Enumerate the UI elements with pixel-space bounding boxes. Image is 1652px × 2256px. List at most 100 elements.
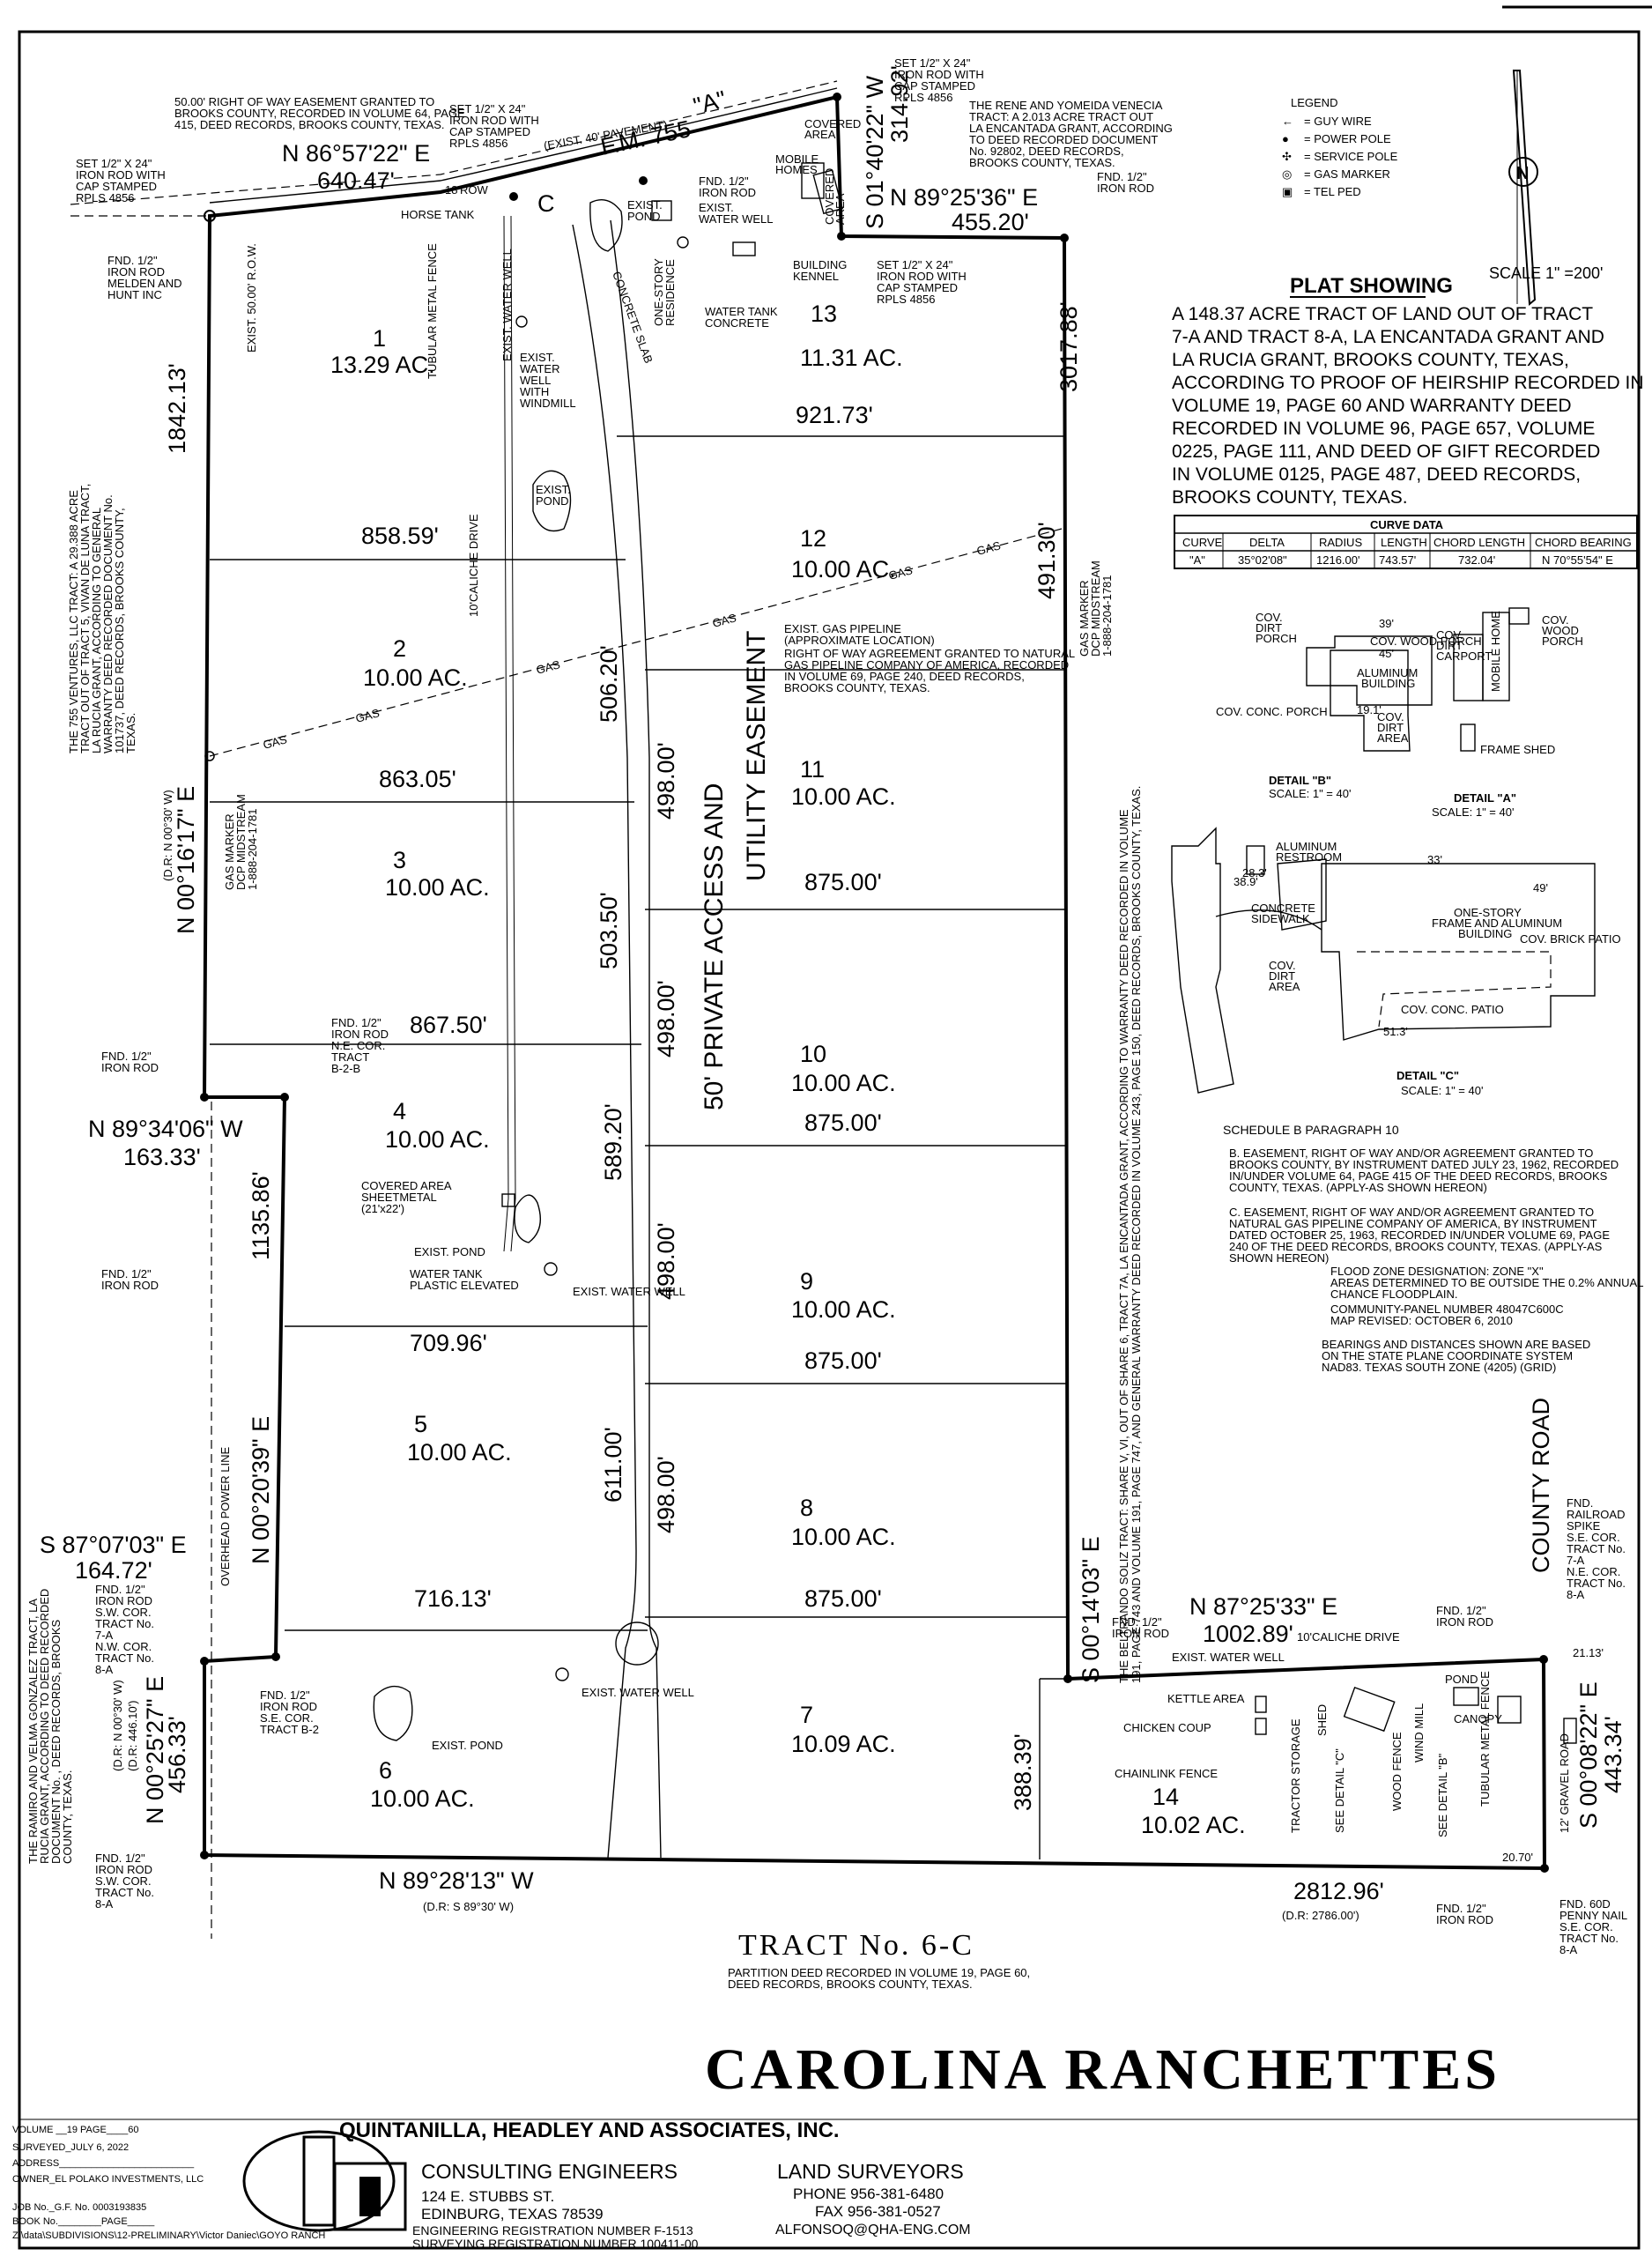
svg-text:BROOKS COUNTY, TEXAS.: BROOKS COUNTY, TEXAS. (1172, 487, 1408, 508)
svg-text:CONCRETE: CONCRETE (1251, 902, 1315, 915)
svg-text:6: 6 (379, 1757, 392, 1784)
beltrando-note: THE BELTRANDO SOLIZ TRACT: SHARE V, VI, … (1117, 786, 1143, 1683)
svg-text:EXIST. WATER WELL: EXIST. WATER WELL (582, 1686, 694, 1699)
svg-text:1002.89': 1002.89' (1203, 1621, 1293, 1647)
svg-text:4: 4 (393, 1098, 406, 1124)
svg-text:AREA: AREA (1269, 980, 1300, 993)
detail-b-sketch (1306, 635, 1433, 752)
ramiro-note: THE RAMIRO AND VELMA GONZALEZ TRACT, LA … (26, 1589, 74, 1864)
svg-text:GAS MARKER: GAS MARKER (223, 813, 236, 890)
svg-text:SIDEWALK: SIDEWALK (1251, 912, 1310, 925)
svg-text:12' GRAVEL ROAD: 12' GRAVEL ROAD (1558, 1733, 1571, 1833)
svg-text:CANOPY: CANOPY (1454, 1712, 1502, 1725)
svg-text:KENNEL: KENNEL (793, 270, 839, 283)
svg-text:CURVE DATA: CURVE DATA (1370, 518, 1444, 531)
svg-text:WOOD FENCE: WOOD FENCE (1390, 1732, 1404, 1811)
svg-text:39': 39' (1379, 617, 1394, 630)
svg-text:EXIST. POND: EXIST. POND (432, 1739, 503, 1752)
svg-text:GAS: GAS (975, 538, 1003, 558)
svg-text:10.09 AC.: 10.09 AC. (791, 1731, 896, 1757)
svg-text:COVERED: COVERED (823, 168, 836, 225)
svg-text:10.00 AC.: 10.00 AC. (791, 1296, 896, 1323)
svg-text:443.34': 443.34' (1600, 1716, 1626, 1793)
svg-text:POND: POND (536, 494, 569, 508)
svg-text:ADDRESS_______________________: ADDRESS_________________________ (12, 2158, 195, 2169)
scale-label: SCALE 1" =200' (1489, 264, 1603, 282)
svg-text:ALFONSOQ@QHA-ENG.COM: ALFONSOQ@QHA-ENG.COM (775, 2223, 971, 2237)
ponds (373, 199, 689, 1741)
svg-text:IRON ROD WITH: IRON ROD WITH (877, 270, 967, 283)
svg-text:DCP MIDSTREAM: DCP MIDSTREAM (1089, 560, 1102, 657)
svg-text:DIRT: DIRT (1436, 639, 1463, 652)
svg-text:1: 1 (373, 325, 386, 352)
svg-text:WITH: WITH (520, 385, 549, 398)
svg-text:BROOKS COUNTY, TEXAS.: BROOKS COUNTY, TEXAS. (969, 156, 1115, 169)
svg-text:CONCRETE: CONCRETE (705, 316, 769, 330)
svg-text:FRAME AND ALUMINUM: FRAME AND ALUMINUM (1432, 916, 1562, 930)
record-block: VOLUME __19 PAGE____60 SURVEYED_JULY 6, … (12, 2125, 325, 2241)
svg-text:TRACT OUT OF TRACT 5, VIVAN DE: TRACT OUT OF TRACT 5, VIVAN DE LUNA TRAC… (78, 484, 92, 753)
svg-text:No. 92802, DEED RECORDS,: No. 92802, DEED RECORDS, (969, 145, 1124, 158)
svg-text:WATER: WATER (520, 362, 560, 375)
svg-text:EXIST. WATER WELL: EXIST. WATER WELL (573, 1285, 685, 1298)
svg-text:FND. 1/2": FND. 1/2" (101, 1050, 152, 1063)
svg-text:20.70': 20.70' (1502, 1851, 1533, 1864)
fnd-ne-note: FND. 1/2" IRON ROD (1097, 170, 1154, 195)
svg-text:7-A: 7-A (95, 1629, 114, 1642)
svg-text:S.W. COR.: S.W. COR. (95, 1874, 152, 1888)
svg-text:FND. 1/2": FND. 1/2" (1112, 1615, 1162, 1629)
svg-text:WATER TANK: WATER TANK (705, 305, 778, 318)
svg-text:RECORDED IN VOLUME 96, PAGE 65: RECORDED IN VOLUME 96, PAGE 657, VOLUME (1172, 419, 1595, 439)
set-rod-mid-note: SET 1/2" X 24" IRON ROD WITH CAP STAMPED… (877, 258, 967, 306)
svg-text:589.20': 589.20' (600, 1103, 626, 1181)
svg-text:CONCRETE SLAB: CONCRETE SLAB (610, 270, 656, 365)
svg-text:11: 11 (800, 756, 825, 783)
svg-text:MAP REVISED: OCTOBER 6, 2010: MAP REVISED: OCTOBER 6, 2010 (1330, 1314, 1513, 1327)
svg-text:TO DEED RECORDED DOCUMENT: TO DEED RECORDED DOCUMENT (969, 133, 1158, 146)
svg-text:50.00' RIGHT OF WAY EASEMENT G: 50.00' RIGHT OF WAY EASEMENT GRANTED TO (174, 95, 434, 108)
svg-text:B-2-B: B-2-B (331, 1062, 360, 1075)
fnd-n-note: FND. 1/2" IRON ROD (699, 174, 756, 199)
svg-text:SEE DETAIL "B": SEE DETAIL "B" (1436, 1753, 1449, 1837)
north-arrow-icon: N (1508, 70, 1538, 307)
fnd-nail-note: FND. 60D PENNY NAIL S.E. COR. TRACT No. … (1559, 1897, 1627, 1956)
svg-text:CURVE: CURVE (1182, 536, 1223, 549)
svg-text:"A": "A" (691, 85, 730, 120)
svg-text:N 86°57'22" E: N 86°57'22" E (282, 140, 430, 167)
fnd-lot14-n-note: FND. 1/2" IRON ROD (1436, 1604, 1493, 1629)
svg-text:5: 5 (414, 1411, 427, 1437)
svg-text:10.00 AC.: 10.00 AC. (791, 556, 896, 583)
svg-text:COV.: COV. (1377, 710, 1404, 724)
svg-text:GAS: GAS (887, 563, 915, 583)
svg-text:DIRT: DIRT (1377, 721, 1404, 734)
svg-text:(D.R: N 00°30' W): (D.R: N 00°30' W) (161, 790, 174, 881)
svg-text:10.00 AC.: 10.00 AC. (407, 1439, 512, 1466)
svg-text:8-A: 8-A (95, 1897, 114, 1911)
svg-text:498.00': 498.00' (653, 980, 679, 1058)
gas-marker-w-note: GAS MARKER DCP MIDSTREAM 1-888-204-1781 (223, 794, 259, 890)
caliche-drive-line-2 (510, 215, 516, 1252)
svg-text:ON THE STATE PLANE COORDINATE: ON THE STATE PLANE COORDINATE SYSTEM (1322, 1349, 1573, 1362)
svg-text:CAP STAMPED: CAP STAMPED (877, 281, 958, 294)
svg-text:N 00°16'17" E: N 00°16'17" E (173, 786, 199, 934)
svg-text:RUCIA GRANT, ACCORDING TO DEED: RUCIA GRANT, ACCORDING TO DEED RECORDED (38, 1589, 51, 1864)
svg-text:IN/UNDER VOLUME 64, PAGE 415 O: IN/UNDER VOLUME 64, PAGE 415 OF THE DEED… (1229, 1169, 1608, 1183)
svg-text:N 00°25'27" E: N 00°25'27" E (142, 1676, 168, 1824)
svg-text:TRACT: TRACT (331, 1050, 369, 1064)
svg-text:7-A: 7-A (1567, 1554, 1585, 1567)
svg-text:EDINBURG, TEXAS 78539: EDINBURG, TEXAS 78539 (421, 2206, 604, 2223)
svg-text:N 70°55'54" E: N 70°55'54" E (1542, 553, 1613, 567)
svg-text:35°02'08": 35°02'08" (1238, 553, 1287, 567)
svg-text:TRACT No.: TRACT No. (95, 1886, 154, 1899)
svg-text:C: C (537, 190, 555, 217)
svg-text:FND. 1/2": FND. 1/2" (1097, 170, 1147, 183)
svg-text:1135.86': 1135.86' (248, 1171, 274, 1260)
svg-text:QUINTANILLA, HEADLEY AND ASSOC: QUINTANILLA, HEADLEY AND ASSOCIATES, INC… (339, 2119, 840, 2142)
svg-text:GAS: GAS (535, 657, 562, 677)
svg-text:875.00': 875.00' (804, 1347, 882, 1374)
svg-text:DETAIL "C": DETAIL "C" (1396, 1069, 1459, 1082)
svg-text:MOBILE: MOBILE (775, 152, 819, 166)
svg-text:10: 10 (800, 1041, 826, 1067)
ventures-note: THE 755 VENTURES, LLC TRACT: A 29.388 AC… (67, 484, 137, 753)
svg-text:875.00': 875.00' (804, 869, 882, 895)
